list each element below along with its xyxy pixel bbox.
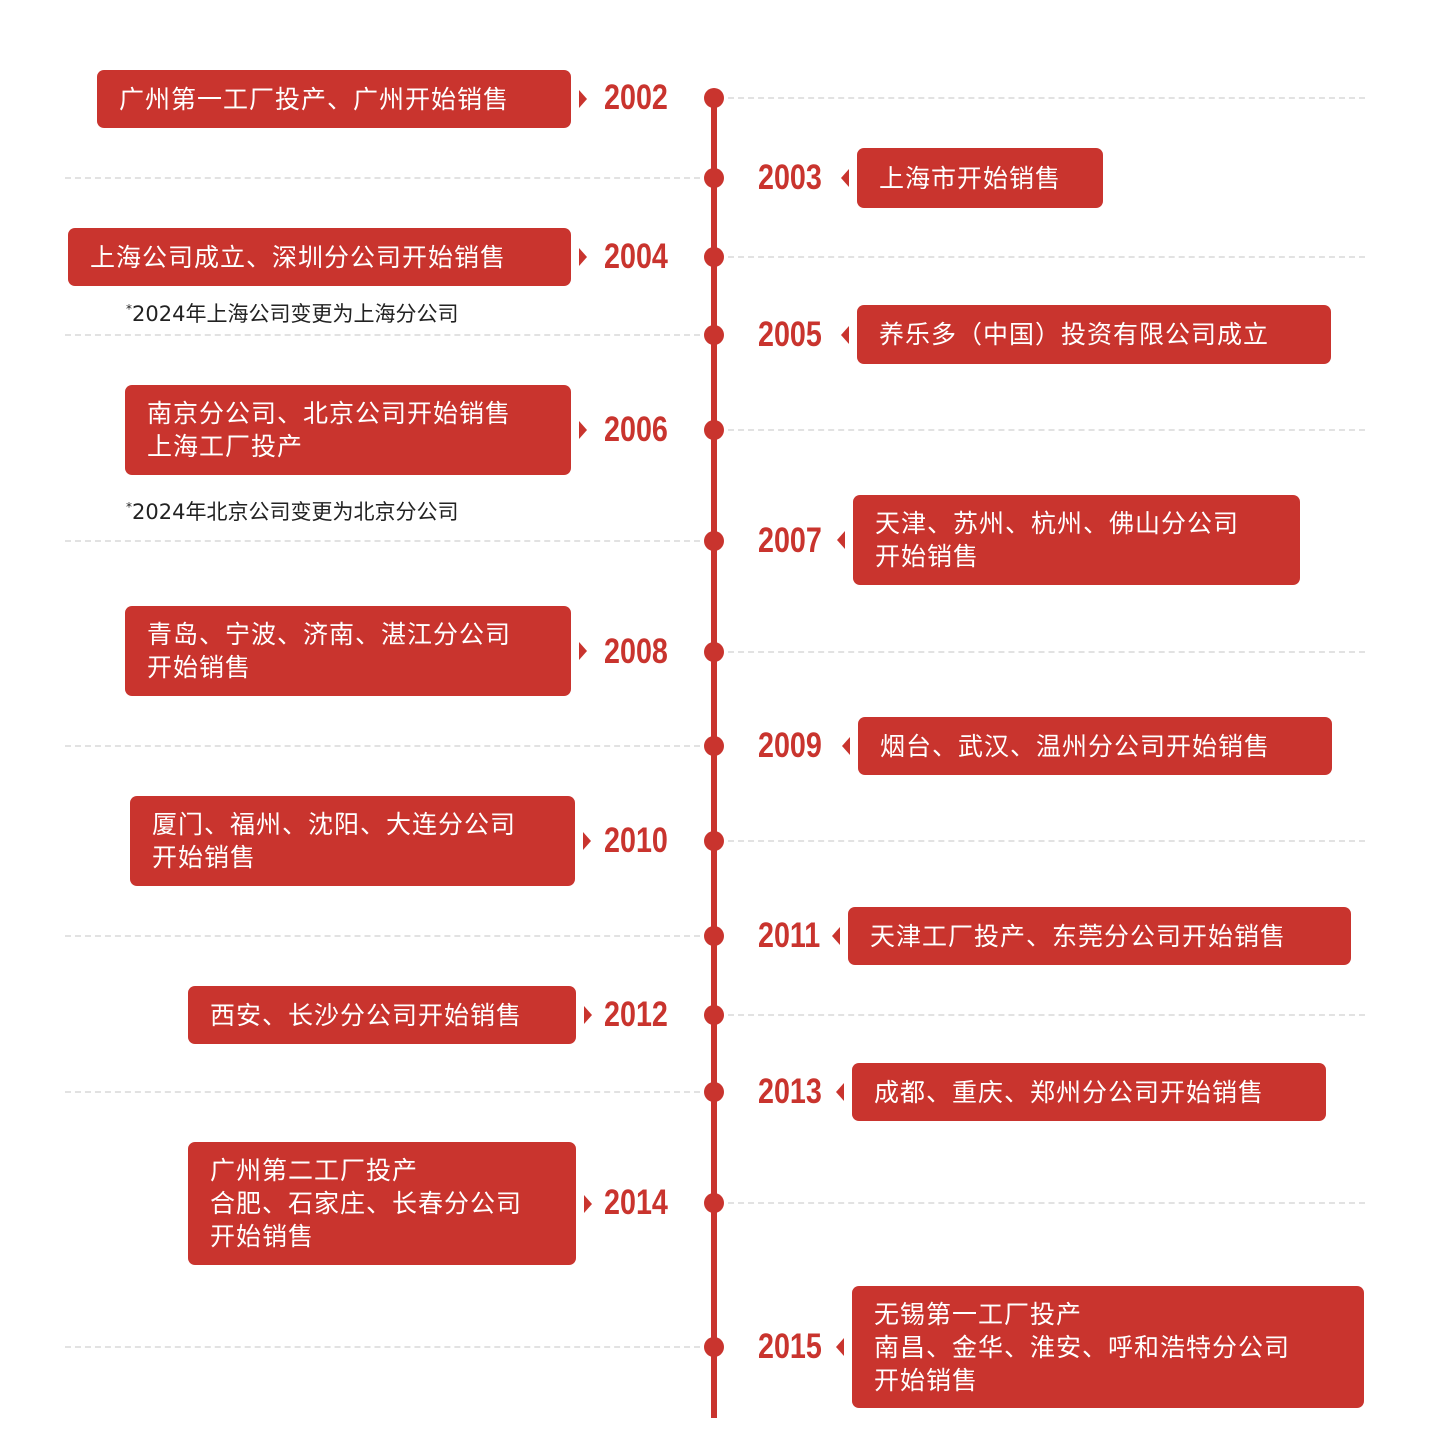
event-text: 上海工厂投产 [147,432,304,461]
timeline-dot [704,1193,724,1213]
guide-line [728,256,1365,258]
year-label: 2010 [604,821,668,860]
timeline-dot [704,642,724,662]
timeline-dot [704,926,724,946]
timeline-dot [704,1082,724,1102]
timeline-dot [704,1005,724,1025]
timeline-dot [704,168,724,188]
year-label: 2002 [604,78,668,117]
event-box: 上海公司成立、深圳分公司开始销售 [68,228,587,286]
event-box: 西安、长沙分公司开始销售 [188,986,592,1044]
event-box: 烟台、武汉、温州分公司开始销售 [842,717,1332,775]
year-label: 2005 [758,315,822,354]
timeline-dot [704,88,724,108]
timeline-dot [704,831,724,851]
asterisk: * [126,500,132,514]
year-label: 2007 [758,521,822,560]
timeline-dot [704,325,724,345]
timeline-dot [704,736,724,756]
guide-line [728,1014,1365,1016]
year-label: 2003 [758,158,822,197]
guide-line [65,540,700,542]
year-label: 2006 [604,410,668,449]
event-box: 上海市开始销售 [841,148,1103,208]
event-text: 西安、长沙分公司开始销售 [210,1000,523,1030]
event-text: 厦门、福州、沈阳、大连分公司 [152,810,517,839]
guide-line [65,745,700,747]
year-label: 2008 [604,632,668,671]
guide-line [728,840,1365,842]
timeline-dot [704,1337,724,1357]
event-text: 上海公司成立、深圳分公司开始销售 [90,242,507,272]
event-text: 合肥、石家庄、长春分公司 [210,1189,523,1218]
event-box: 广州第一工厂投产、广州开始销售 [97,70,587,128]
timeline-dot [704,247,724,267]
event-text: 青岛、宁波、济南、湛江分公司 [147,620,512,649]
event-text: 成都、重庆、郑州分公司开始销售 [874,1077,1265,1107]
year-label: 2009 [758,726,822,765]
event-text: 南昌、金华、淮安、呼和浩特分公司 [874,1332,1291,1362]
timeline-axis [711,98,717,1418]
guide-line [728,1202,1365,1204]
year-label: 2004 [604,237,668,276]
event-box: 成都、重庆、郑州分公司开始销售 [836,1063,1326,1121]
event-text: 天津工厂投产、东莞分公司开始销售 [870,921,1287,951]
event-box: 厦门、福州、沈阳、大连分公司开始销售 [130,796,591,886]
event-box: 养乐多（中国）投资有限公司成立 [841,305,1331,364]
timeline-dot [704,420,724,440]
event-text: 开始销售 [147,653,252,682]
year-label: 2013 [758,1072,822,1111]
event-text: 开始销售 [210,1222,315,1251]
event-text: 天津、苏州、杭州、佛山分公司 [875,509,1240,538]
event-box: 青岛、宁波、济南、湛江分公司开始销售 [125,606,587,696]
guide-line [65,1091,700,1093]
footnote: *2024年北京公司变更为北京分公司 [126,496,458,526]
guide-line [65,935,700,937]
year-label: 2015 [758,1327,822,1366]
event-text: 烟台、武汉、温州分公司开始销售 [880,731,1271,761]
event-box: 南京分公司、北京公司开始销售上海工厂投产 [125,385,587,475]
event-text: 广州第二工厂投产 [210,1156,419,1185]
year-label: 2012 [604,995,668,1034]
event-text: 开始销售 [874,1365,979,1395]
guide-line [65,1346,700,1348]
event-text: 广州第一工厂投产、广州开始销售 [119,84,510,114]
footnote-text: 2024年上海公司变更为上海分公司 [132,302,459,326]
guide-line [728,651,1365,653]
guide-line [728,429,1365,431]
event-text: 无锡第一工厂投产 [874,1299,1083,1329]
guide-line [728,97,1365,99]
asterisk: * [126,302,132,316]
event-text: 南京分公司、北京公司开始销售 [147,399,512,428]
event-text: 开始销售 [152,843,257,872]
event-box: 广州第二工厂投产合肥、石家庄、长春分公司开始销售 [188,1142,592,1265]
event-box: 天津、苏州、杭州、佛山分公司开始销售 [837,495,1300,585]
footnote: *2024年上海公司变更为上海分公司 [126,298,458,328]
event-text: 养乐多（中国）投资有限公司成立 [879,320,1270,349]
guide-line [65,177,700,179]
year-label: 2011 [758,916,821,955]
timeline-dot [704,531,724,551]
event-text: 上海市开始销售 [879,163,1062,193]
guide-line [65,334,700,336]
event-box: 无锡第一工厂投产南昌、金华、淮安、呼和浩特分公司开始销售 [836,1286,1364,1408]
footnote-text: 2024年北京公司变更为北京分公司 [132,500,459,524]
event-box: 天津工厂投产、东莞分公司开始销售 [832,907,1351,965]
year-label: 2014 [604,1183,668,1222]
event-text: 开始销售 [875,542,980,571]
